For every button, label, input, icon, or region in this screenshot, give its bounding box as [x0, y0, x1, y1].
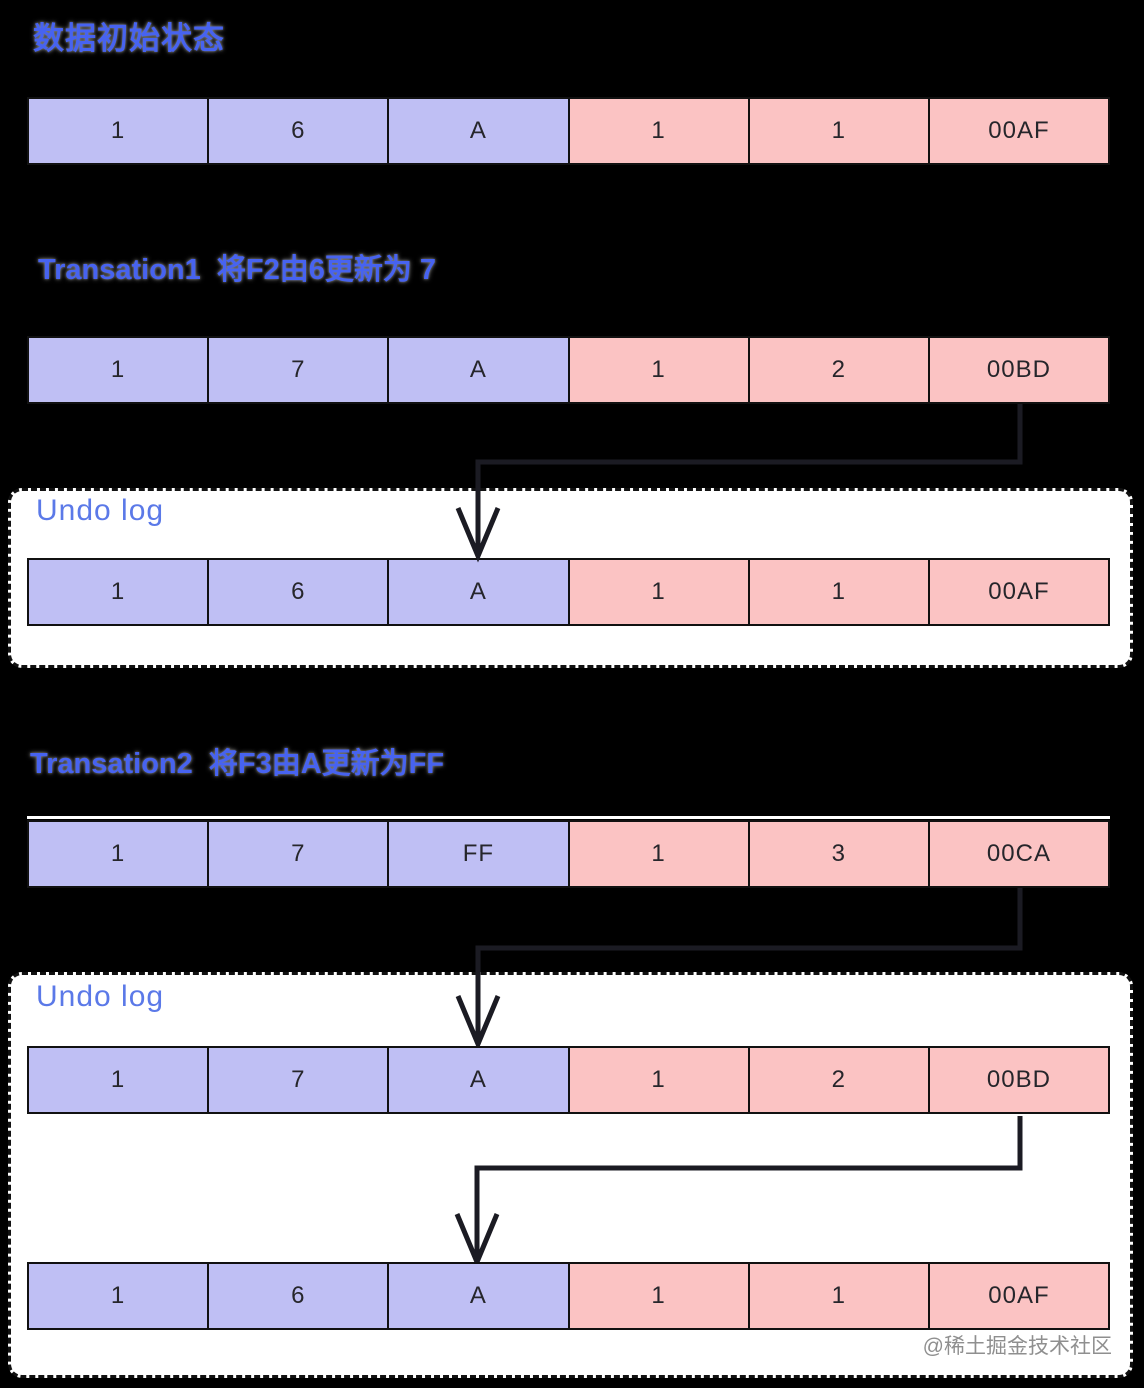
row-t2-cell-1: 1 — [29, 822, 210, 886]
undo-log-label-2: Undo log — [36, 980, 165, 1013]
undo2r2-cell-5: 1 — [749, 1264, 930, 1328]
undo2r2-cell-1: 1 — [29, 1264, 210, 1328]
undo2r1-cell-2: 7 — [209, 1048, 390, 1112]
arrow-connector-t1-to-undo1 — [455, 404, 1023, 563]
row-t1-cell-2: 7 — [209, 338, 390, 402]
undo2r1-cell-1: 1 — [29, 1048, 210, 1112]
undo1-cell-3: A — [389, 560, 570, 624]
row-t1-cell-4: 1 — [569, 338, 750, 402]
after-transaction1-row: 1 7 A 1 2 00BD — [27, 336, 1110, 404]
initial-state-title: 数据初始状态 — [33, 21, 225, 56]
undo1-cell-4: 1 — [569, 560, 750, 624]
arrow-connector-undo-chain — [454, 1116, 1023, 1269]
undo2r1-cell-6: 00BD — [929, 1048, 1109, 1112]
undo2r1-cell-3: A — [389, 1048, 570, 1112]
row-initial-cell-5: 1 — [749, 99, 930, 163]
initial-state-row: 1 6 A 1 1 00AF — [27, 97, 1110, 165]
undo1-cell-6: 00AF — [929, 560, 1109, 624]
undo1-cell-5: 1 — [749, 560, 930, 624]
row-t1-cell-3: A — [389, 338, 570, 402]
undo-log2-row-2: 1 6 A 1 1 00AF — [27, 1262, 1110, 1330]
row-initial-cell-4: 1 — [569, 99, 750, 163]
row-initial-cell-1: 1 — [29, 99, 210, 163]
row-t2-cell-4: 1 — [569, 822, 750, 886]
undo-log1-row: 1 6 A 1 1 00AF — [27, 558, 1110, 626]
undo2r2-cell-6: 00AF — [929, 1264, 1109, 1328]
transaction1-title: Transation1 将F2由6更新为 7 — [38, 254, 437, 286]
row-initial-cell-2: 6 — [209, 99, 390, 163]
row-t2-cell-3: FF — [389, 822, 570, 886]
row-initial-cell-3: A — [389, 99, 570, 163]
row-t2-cell-2: 7 — [209, 822, 390, 886]
row-initial-cell-6: 00AF — [929, 99, 1109, 163]
undo2r2-cell-4: 1 — [569, 1264, 750, 1328]
undo2r2-cell-2: 6 — [209, 1264, 390, 1328]
undo1-cell-1: 1 — [29, 560, 210, 624]
watermark: @稀土掘金技术社区 — [922, 1335, 1112, 1358]
undo1-cell-2: 6 — [209, 560, 390, 624]
undo2r1-cell-4: 1 — [569, 1048, 750, 1112]
undo2r2-cell-3: A — [389, 1264, 570, 1328]
undo-log-label-1: Undo log — [36, 494, 165, 527]
undo-log2-row-1: 1 7 A 1 2 00BD — [27, 1046, 1110, 1114]
row-t2-cell-5: 3 — [749, 822, 930, 886]
row-t1-cell-1: 1 — [29, 338, 210, 402]
undo2r1-cell-5: 2 — [749, 1048, 930, 1112]
row-top-highlight-line — [27, 816, 1110, 819]
transaction2-title: Transation2 将F3由A更新为FF — [30, 748, 445, 780]
row-t1-cell-6: 00BD — [929, 338, 1109, 402]
arrow-connector-t2-to-undo2 — [455, 888, 1023, 1051]
after-transaction2-row: 1 7 FF 1 3 00CA — [27, 820, 1110, 888]
row-t1-cell-5: 2 — [749, 338, 930, 402]
row-t2-cell-6: 00CA — [929, 822, 1109, 886]
